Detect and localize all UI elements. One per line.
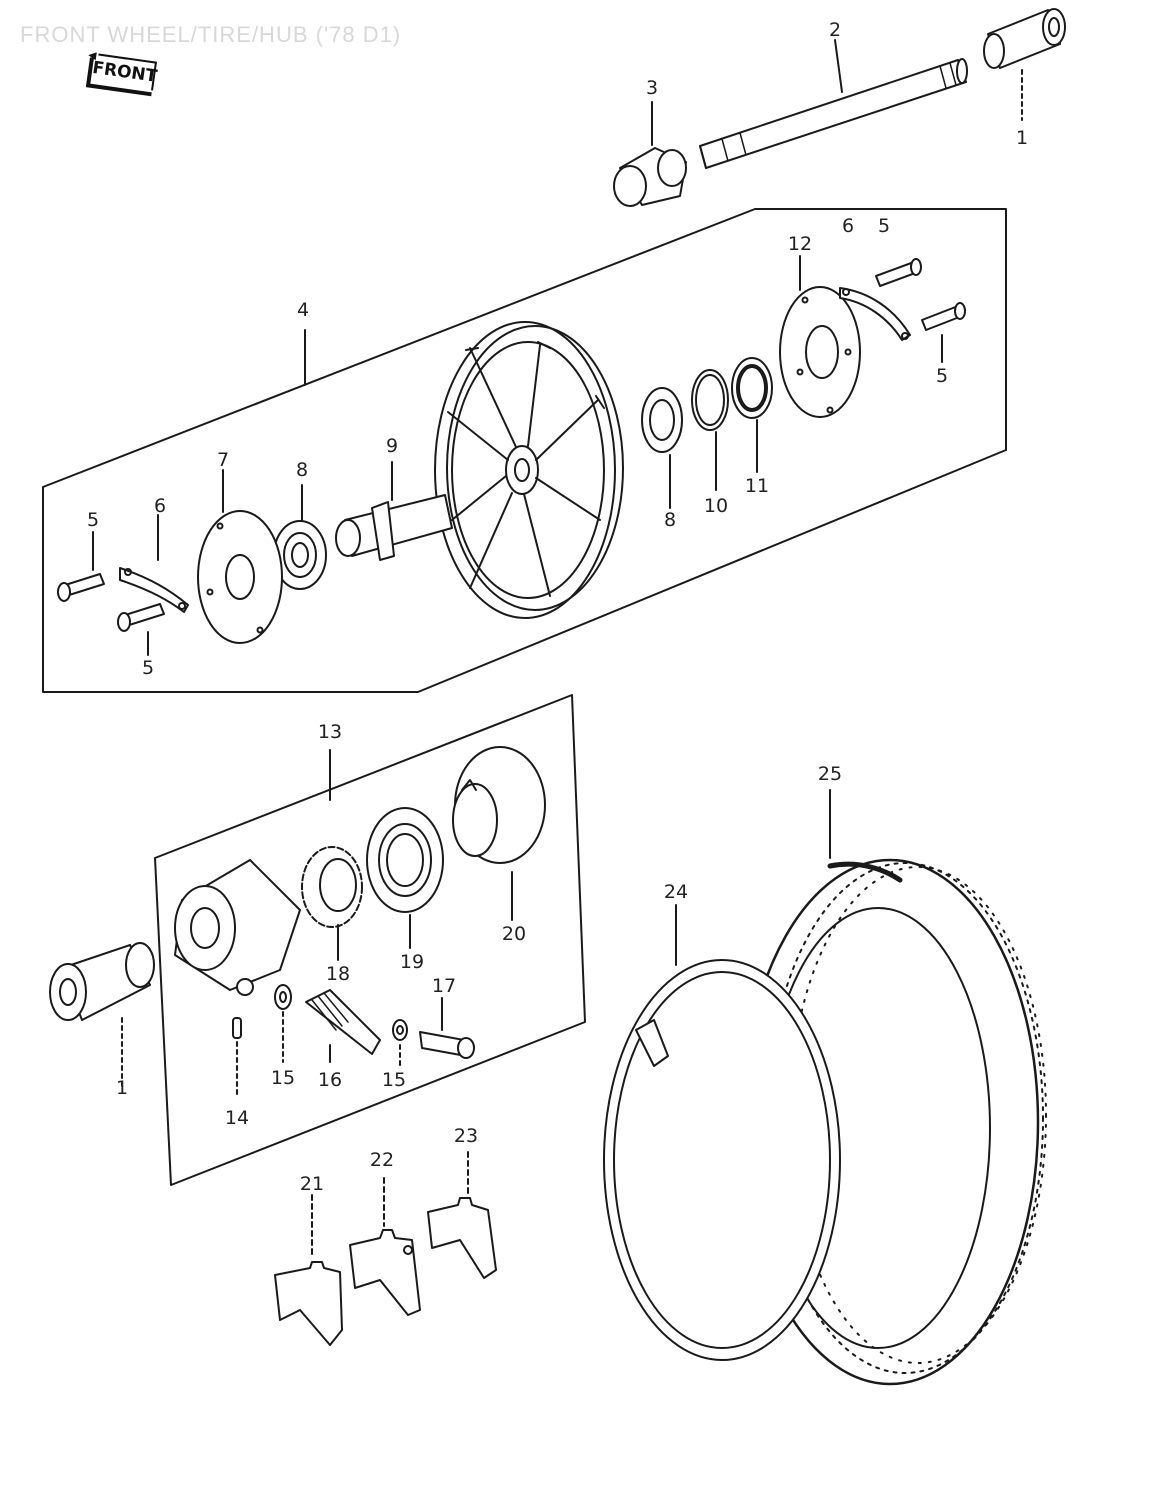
bolt-right-upper	[875, 258, 922, 287]
callout-9: 9	[385, 435, 399, 457]
leader-2	[834, 39, 843, 93]
circlip	[691, 369, 729, 491]
pin	[232, 1017, 242, 1099]
hub-assembly-frame	[154, 694, 586, 1186]
inner-tube	[603, 904, 841, 1361]
bolt-left-lower	[117, 603, 165, 656]
diagram-title: FRONT WHEEL/TIRE/HUB ('78 D1)	[20, 22, 402, 47]
callout-6-right: 6	[841, 215, 855, 237]
brake-disc-left	[197, 469, 283, 644]
front-direction-badge: FRONT	[84, 51, 160, 97]
bolt-right-lower	[921, 302, 966, 363]
pinion-gear	[305, 989, 381, 1063]
callout-18: 18	[325, 963, 351, 985]
axle	[699, 39, 968, 169]
brake-pad-21	[274, 1194, 343, 1346]
lock-plate-left	[119, 514, 189, 613]
callout-19: 19	[399, 951, 425, 973]
washer-right	[392, 1019, 408, 1066]
callout-6-left: 6	[153, 495, 167, 517]
speedometer-gear-housing	[174, 859, 301, 996]
callout-5-right-lower: 5	[935, 365, 949, 387]
cast-wheel	[434, 321, 624, 619]
callout-1-lower: 1	[115, 1077, 129, 1099]
callout-15-left: 15	[270, 1067, 296, 1089]
callout-5-left-lower: 5	[141, 657, 155, 679]
lock-plate-right	[839, 287, 911, 341]
callout-5-right-upper: 5	[877, 215, 891, 237]
callout-7: 7	[216, 449, 230, 471]
callout-14: 14	[224, 1107, 250, 1129]
front-arrow-icon	[85, 52, 158, 97]
callout-17: 17	[431, 975, 457, 997]
axle-sleeve-top	[983, 8, 1066, 121]
oil-seal	[731, 357, 773, 473]
callout-10: 10	[703, 495, 729, 517]
callout-22: 22	[369, 1149, 395, 1171]
axle-nut-lower	[49, 942, 155, 1091]
callout-16: 16	[317, 1069, 343, 1091]
bushing	[419, 997, 475, 1059]
callout-8-left: 8	[295, 459, 309, 481]
callout-1: 1	[1015, 127, 1029, 149]
callout-24: 24	[663, 881, 689, 903]
callout-5-left-upper: 5	[86, 509, 100, 531]
wheel-assembly-frame	[42, 208, 1007, 693]
callout-25: 25	[817, 763, 843, 785]
bolt-left-upper	[57, 531, 105, 602]
callout-12: 12	[787, 233, 813, 255]
callout-23: 23	[453, 1125, 479, 1147]
brake-pad-23	[427, 1151, 497, 1279]
speedometer-gear	[301, 846, 363, 961]
callout-8-right: 8	[663, 509, 677, 531]
bearing-right	[641, 387, 683, 509]
distance-collar	[335, 461, 453, 561]
callout-11: 11	[744, 475, 770, 497]
callout-20: 20	[501, 923, 527, 945]
callout-13: 13	[317, 721, 343, 743]
washer-left	[274, 984, 292, 1063]
gear-seal	[366, 807, 444, 949]
brake-disc-right	[779, 255, 861, 418]
collar	[613, 101, 687, 207]
callout-4: 4	[296, 299, 310, 321]
callout-3: 3	[645, 77, 659, 99]
callout-21: 21	[299, 1173, 325, 1195]
brake-pad-22	[349, 1177, 421, 1316]
callout-15-right: 15	[381, 1069, 407, 1091]
bearing-left	[273, 484, 327, 590]
speedometer-gear-drive	[452, 746, 546, 921]
callout-2: 2	[828, 19, 842, 41]
